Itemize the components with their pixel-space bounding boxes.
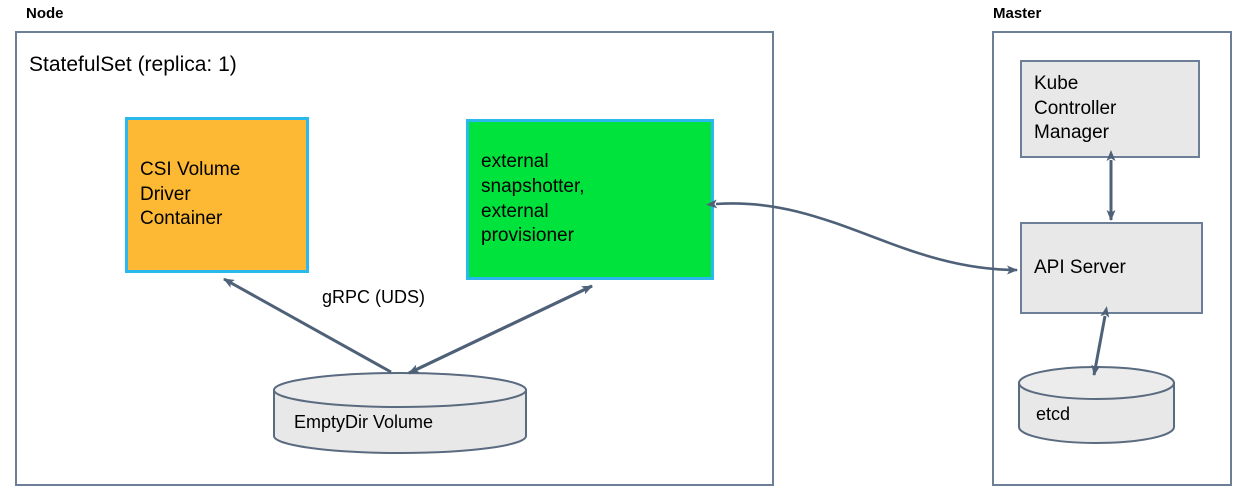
node-csi-volume-driver-container[interactable]: CSI Volume Driver Container bbox=[125, 117, 309, 273]
master-kube-controller-manager-label: Kube Controller Manager bbox=[1034, 72, 1117, 144]
statefulset-title: StatefulSet (replica: 1) bbox=[29, 53, 237, 76]
master-etcd[interactable]: etcd bbox=[1017, 366, 1176, 445]
group-label-master: Master bbox=[993, 5, 1042, 22]
node-external-controllers-label: external snapshotter, external provision… bbox=[481, 151, 585, 247]
group-label-node: Node bbox=[26, 5, 64, 22]
cylinder-shape-etcd bbox=[1018, 366, 1175, 444]
edge-label-grpc-uds: gRPC (UDS) bbox=[322, 287, 426, 307]
master-etcd-label: etcd bbox=[1036, 404, 1071, 424]
cylinder-shape-emptydir bbox=[273, 372, 527, 454]
master-api-server-label: API Server bbox=[1034, 256, 1126, 278]
node-external-controllers[interactable]: external snapshotter, external provision… bbox=[466, 119, 714, 280]
node-csi-volume-driver-label: CSI Volume Driver Container bbox=[140, 158, 241, 230]
master-kube-controller-manager[interactable]: Kube Controller Manager bbox=[1020, 60, 1200, 158]
node-emptydir-volume-label: EmptyDir Volume bbox=[294, 412, 434, 432]
node-emptydir-volume[interactable]: EmptyDir Volume bbox=[272, 372, 528, 454]
master-api-server[interactable]: API Server bbox=[1020, 222, 1203, 314]
